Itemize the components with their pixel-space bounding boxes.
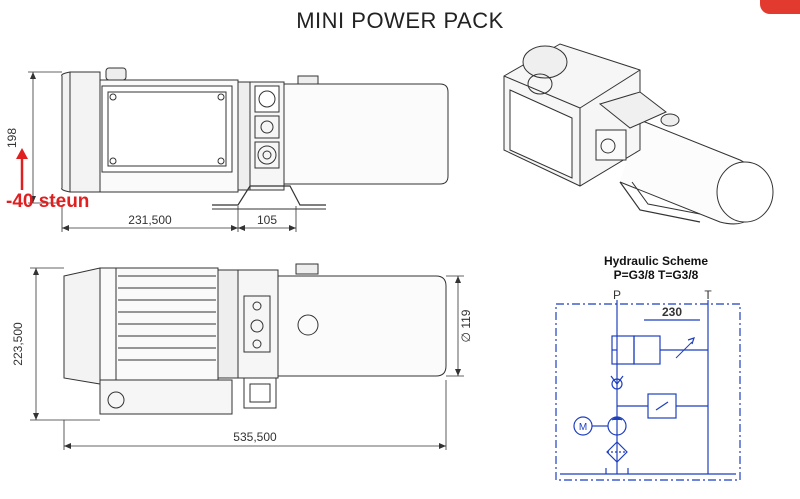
dim-width-motor: 231,500 [128, 213, 172, 227]
dim-width-foot: 105 [257, 213, 277, 227]
hydraulic-title: Hydraulic Scheme [604, 254, 708, 268]
dim-total-length: 535,500 [233, 430, 277, 444]
window-corner-badge [760, 0, 800, 14]
dim-height: 198 [5, 128, 19, 148]
dim-height-side: 223,500 [11, 322, 25, 366]
dim-tank-diameter: ∅ 119 [459, 309, 473, 342]
top-view [61, 67, 449, 210]
motor-label: M [579, 422, 587, 433]
arrow-up-icon [16, 148, 28, 159]
port-t-label: T [704, 288, 712, 302]
port-p-label: P [613, 288, 621, 302]
isometric-view [503, 43, 774, 225]
hydraulic-ports: P=G3/8 T=G3/8 [614, 268, 699, 282]
support-note: -40 steun [6, 191, 90, 212]
pressure-label: 230 [662, 305, 682, 319]
page-title: MINI POWER PACK [296, 8, 504, 33]
hydraulic-scheme [555, 300, 741, 481]
side-view [63, 263, 447, 415]
